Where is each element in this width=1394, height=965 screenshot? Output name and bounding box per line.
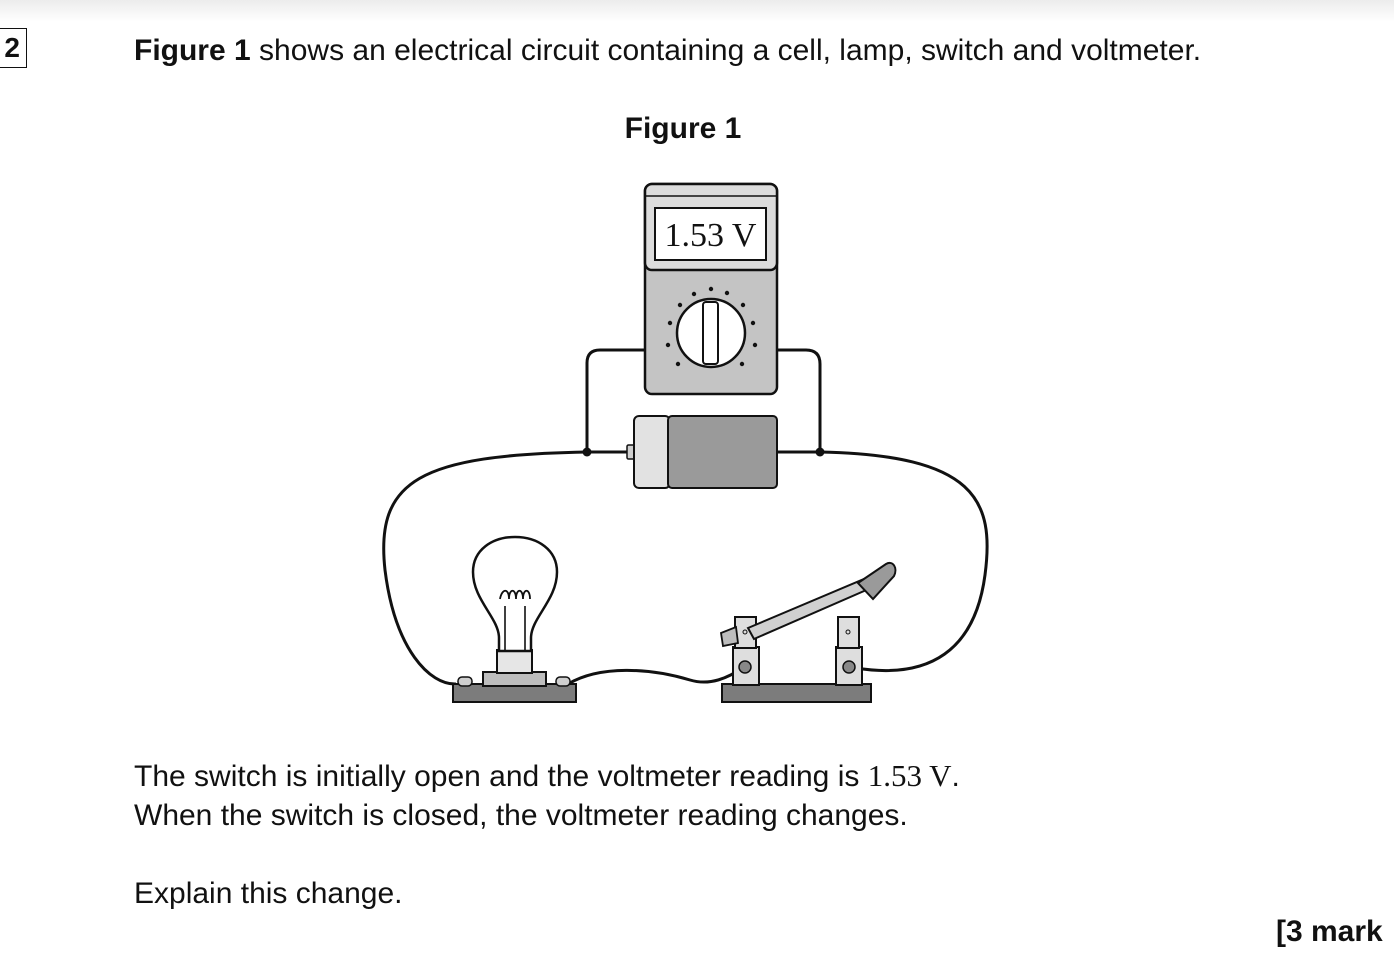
- top-shade: [0, 0, 1394, 22]
- body-line-2: When the switch is closed, the voltmeter…: [134, 799, 908, 832]
- figure-caption: Figure 1: [624, 112, 742, 145]
- cell-cap: [633, 415, 671, 489]
- body-line-1-value: 1.53 V: [867, 758, 952, 793]
- junction-left: [582, 447, 592, 457]
- cell-body: [667, 415, 778, 489]
- dial-dots: [665, 286, 758, 367]
- switch-base: [721, 683, 872, 703]
- intro-figure-ref: Figure 1: [134, 34, 251, 67]
- lamp-terminal-right: [555, 676, 571, 687]
- lamp-filament: [499, 589, 531, 600]
- switch-rivet-left: [742, 629, 748, 635]
- switch-screw-left: [738, 660, 752, 674]
- intro-text: shows an electrical circuit containing a…: [250, 34, 1202, 67]
- switch-post-right-upper: [837, 616, 860, 649]
- selector-knob-grip: [702, 301, 719, 365]
- voltmeter: 1.53 V: [643, 182, 779, 396]
- question-intro: Figure 1 shows an electrical circuit con…: [134, 32, 1201, 70]
- lamp-neck: [496, 649, 533, 674]
- voltmeter-lead-left: [585, 348, 645, 452]
- switch-handle: [856, 562, 897, 601]
- voltmeter-screen: [654, 207, 767, 261]
- body-line-1-text: The switch is initially open and the vol…: [134, 760, 868, 793]
- cell: [626, 415, 778, 489]
- question-number-box: 2: [0, 28, 27, 68]
- wire-left-loop: [382, 450, 588, 686]
- switch-rivet-right: [845, 629, 851, 635]
- lamp-holder: [482, 671, 547, 687]
- wire-right-loop: [819, 450, 989, 673]
- switch-lever-foot: [720, 625, 739, 648]
- voltmeter-reading: 1.53 V: [665, 217, 757, 254]
- question-number: 2: [4, 32, 20, 63]
- switch-screw-right: [842, 660, 856, 674]
- body-line-1: The switch is initially open and the vol…: [134, 757, 960, 796]
- body-line-3: Explain this change.: [134, 877, 403, 910]
- body-line-1-end: .: [951, 760, 960, 793]
- switch: [720, 562, 897, 703]
- marks-label: [3 mark: [1276, 915, 1383, 948]
- lamp-terminal-left: [457, 676, 473, 687]
- wires: [382, 348, 989, 686]
- junction-right: [815, 447, 825, 457]
- voltmeter-lead-right: [777, 348, 822, 452]
- lamp: [452, 535, 577, 703]
- wire-lamp-switch: [567, 665, 745, 686]
- lamp-filament-supports: [504, 606, 526, 650]
